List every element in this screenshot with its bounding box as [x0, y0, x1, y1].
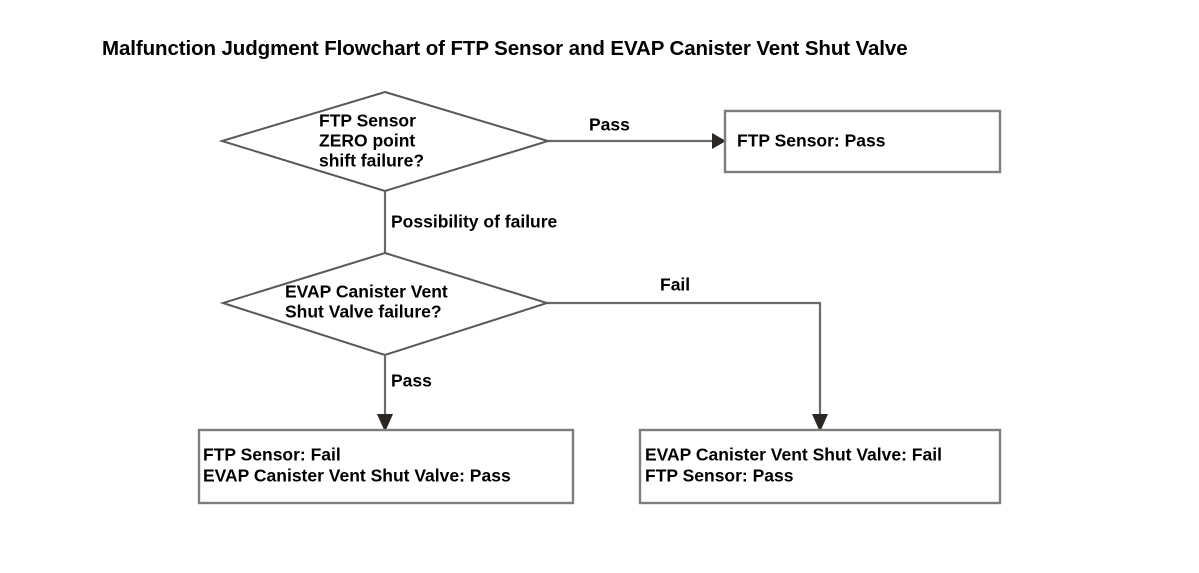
result-evap-fail-ftp-pass-line-1: EVAP Canister Vent Shut Valve: Fail — [645, 445, 942, 465]
result-ftp-sensor-pass[interactable]: FTP Sensor: Pass — [723, 109, 1002, 174]
decision-evap-shut-valve-line-1: EVAP Canister Vent — [285, 282, 448, 302]
edge-ftp-pass — [548, 133, 726, 149]
edge-ftp-pass-arrowhead — [712, 133, 726, 149]
decision-evap-shut-valve-line-2: Shut Valve failure? — [285, 302, 442, 322]
page-title: Malfunction Judgment Flowchart of FTP Se… — [102, 37, 908, 60]
result-evap-fail-ftp-pass-shape[interactable] — [638, 428, 1002, 505]
decision-ftp-zero-point-line-2: ZERO point — [319, 131, 415, 151]
decision-ftp-zero-point-line-1: FTP Sensor — [319, 111, 416, 131]
decision-ftp-zero-point[interactable]: FTP Sensor ZERO point shift failure? — [218, 90, 552, 193]
result-ftp-sensor-pass-shape[interactable] — [723, 109, 1002, 174]
result-ftp-sensor-pass-line-1: FTP Sensor: Pass — [737, 131, 886, 151]
result-ftp-fail-evap-pass-line-2: EVAP Canister Vent Shut Valve: Pass — [203, 466, 511, 486]
decision-ftp-zero-point-shape[interactable] — [218, 90, 552, 193]
edge-evap-pass — [377, 356, 393, 432]
decision-evap-shut-valve-shape[interactable] — [219, 251, 551, 357]
result-evap-fail-ftp-pass[interactable]: EVAP Canister Vent Shut Valve: Fail FTP … — [638, 428, 1002, 505]
edge-label-evap-pass: Pass — [391, 371, 432, 391]
decision-ftp-zero-point-line-3: shift failure? — [319, 151, 424, 171]
result-ftp-fail-evap-pass-shape[interactable] — [197, 428, 575, 505]
result-ftp-fail-evap-pass[interactable]: FTP Sensor: Fail EVAP Canister Vent Shut… — [197, 428, 575, 505]
edge-evap-fail-line — [547, 301, 822, 418]
edge-label-possibility-of-failure: Possibility of failure — [391, 212, 558, 232]
edge-label-evap-fail: Fail — [660, 275, 690, 295]
edge-evap-pass-arrowhead — [377, 414, 393, 432]
edge-label-ftp-pass: Pass — [589, 115, 630, 135]
decision-evap-shut-valve[interactable]: EVAP Canister Vent Shut Valve failure? — [219, 251, 551, 357]
result-evap-fail-ftp-pass-line-2: FTP Sensor: Pass — [645, 466, 794, 486]
edge-evap-fail — [547, 301, 828, 432]
edge-evap-fail-arrowhead — [812, 414, 828, 432]
result-ftp-fail-evap-pass-line-1: FTP Sensor: Fail — [203, 445, 341, 465]
